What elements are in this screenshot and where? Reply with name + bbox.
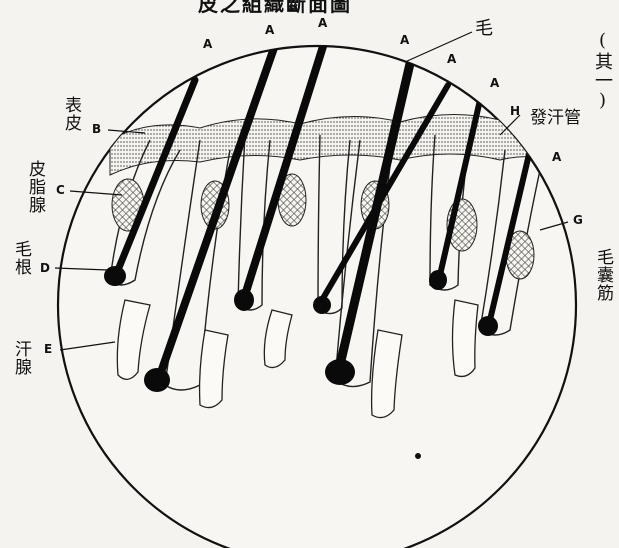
- marker-a-4: A: [400, 33, 409, 47]
- marker-e: E: [44, 342, 52, 356]
- label-hair-root: 毛根: [12, 240, 29, 276]
- marker-a-3: A: [318, 16, 327, 30]
- marker-c: C: [56, 183, 65, 197]
- label-follicle-muscle: 毛囊筋: [594, 248, 611, 302]
- marker-h: H: [510, 104, 520, 118]
- marker-a-6: A: [490, 76, 499, 90]
- label-sebaceous-gland: 皮脂腺: [26, 160, 43, 214]
- marker-a-1: A: [203, 37, 212, 51]
- label-hair: 毛: [475, 20, 493, 38]
- marker-a-5: A: [447, 52, 456, 66]
- stray-dot: [415, 453, 421, 459]
- label-sweat-duct: 發汗管: [530, 110, 581, 127]
- plate-number: (其一): [593, 30, 611, 112]
- marker-g: G: [573, 213, 583, 227]
- label-epidermis: 表皮: [62, 96, 79, 132]
- diagram-title: 皮之組織斷面圖: [198, 0, 352, 14]
- label-sweat-gland: 汗腺: [12, 340, 29, 376]
- marker-a-7: A: [552, 150, 561, 164]
- marker-b: B: [92, 122, 101, 136]
- marker-d: D: [40, 261, 50, 275]
- marker-a-2: A: [265, 23, 274, 37]
